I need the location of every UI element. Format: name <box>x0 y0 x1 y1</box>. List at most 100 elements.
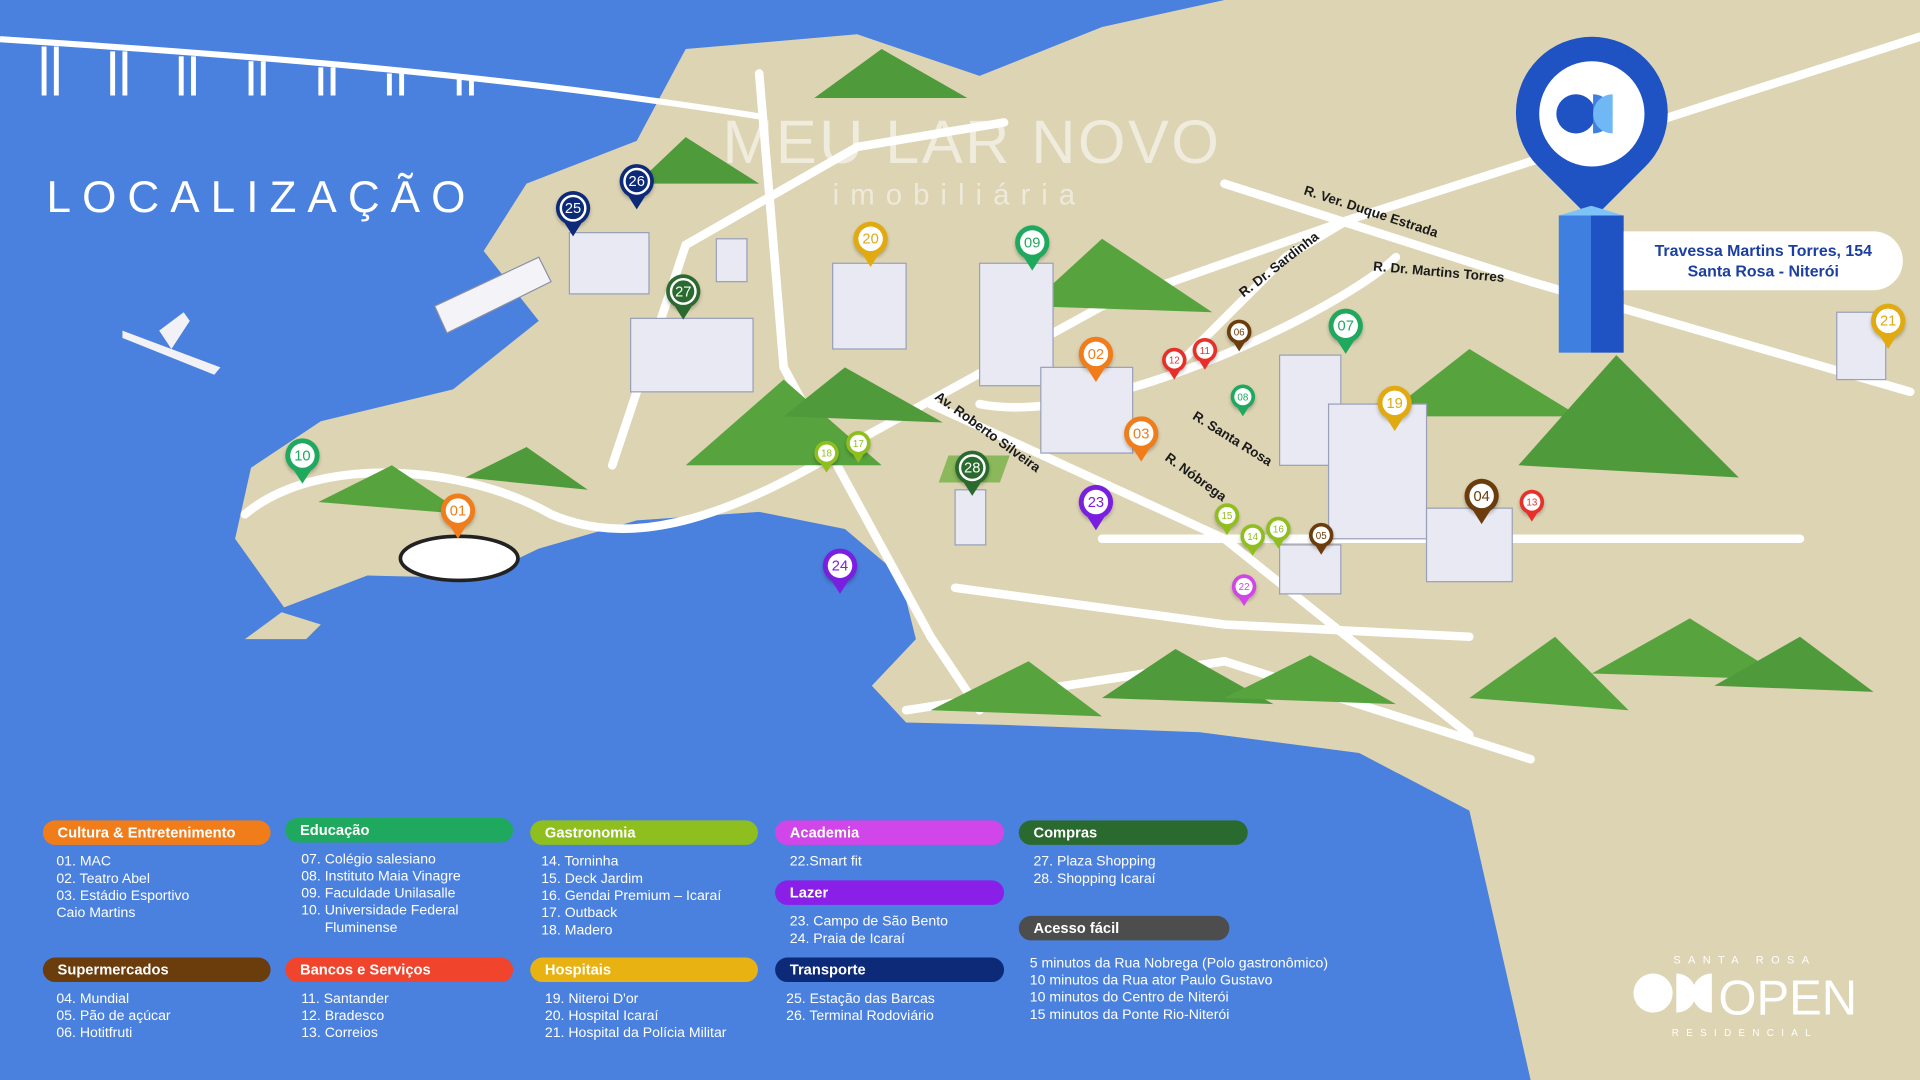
map-pin-number: 25 <box>559 194 587 222</box>
map-pin-12[interactable]: 12 <box>1162 347 1187 373</box>
legend-item: 5 minutos da Rua Nobrega (Polo gastronôm… <box>1029 956 1329 972</box>
map-pin-24[interactable]: 24 <box>822 548 858 583</box>
map-pin-27[interactable]: 27 <box>666 274 701 309</box>
address-district: Santa Rosa - Niterói <box>1687 262 1839 281</box>
logo-bottom-text: RESIDENCIAL <box>1671 1027 1818 1039</box>
map-pin-10[interactable]: 10 <box>285 438 320 473</box>
legend-item: 25. Estação das Barcas <box>786 991 935 1007</box>
legend-item: 27. Plaza Shopping <box>1033 854 1156 870</box>
bridge-pillars <box>41 46 474 96</box>
map-pin-number: 12 <box>1165 351 1183 369</box>
map-pin-number: 15 <box>1218 506 1236 525</box>
legend-item: 16. Gendai Premium – Icaraí <box>541 888 722 904</box>
logo-top-text: SANTA ROSA <box>1673 953 1817 967</box>
map-pin-number: 08 <box>1234 388 1252 406</box>
legend-header-gastronomia: Gastronomia <box>530 820 758 845</box>
legend-item: 24. Praia de Icaraí <box>789 931 905 947</box>
map-pin-04[interactable]: 04 <box>1464 478 1499 514</box>
map-pin-19[interactable]: 19 <box>1377 385 1412 421</box>
map-pin-number: 18 <box>817 444 836 462</box>
map-pin-02[interactable]: 02 <box>1078 336 1114 372</box>
map-pin-22[interactable]: 22 <box>1231 574 1257 599</box>
map-pin-14[interactable]: 14 <box>1240 524 1265 549</box>
map-pin-number: 17 <box>849 434 867 452</box>
legend-item: 09. Faculdade Unilasalle <box>301 886 456 902</box>
legend-item: 15. Deck Jardim <box>541 871 643 887</box>
map-pin-number: 10 <box>290 443 315 468</box>
legend-item: 15 minutos da Ponte Rio-Niterói <box>1029 1007 1230 1023</box>
legend-item: 13. Correios <box>301 1026 378 1041</box>
map-pin-06[interactable]: 06 <box>1226 319 1252 345</box>
legend-item: 20. Hospital Icaraí <box>544 1008 659 1024</box>
map-pin-number: 09 <box>1020 230 1045 255</box>
legend-item: 11. Santander <box>301 991 389 1007</box>
logo-name: OPEN <box>1604 967 1886 1026</box>
map-pin-number: 24 <box>827 553 853 578</box>
legend-header-acesso: Acesso fácil <box>1018 915 1230 941</box>
legend-item: 10. Universidade Federal <box>301 903 459 919</box>
map-pin-20[interactable]: 20 <box>853 221 888 256</box>
legend-item: 10 minutos da Rua ator Paulo Gustavo <box>1029 973 1273 989</box>
map-pin-09[interactable]: 09 <box>1015 225 1050 260</box>
map-pin-number: 14 <box>1244 527 1262 545</box>
legend-header-cultura: Cultura & Entretenimento <box>42 820 271 845</box>
bridge <box>0 36 760 120</box>
map-pin-05[interactable]: 05 <box>1308 522 1334 548</box>
legend-item: Fluminense <box>301 920 398 936</box>
map-pin-13[interactable]: 13 <box>1519 489 1545 515</box>
legend-item: Caio Martins <box>56 906 136 921</box>
watermark-subtitle: imobiliária <box>832 178 1087 212</box>
address-street: Travessa Martins Torres, 154 <box>1654 241 1872 260</box>
map-pin-15[interactable]: 15 <box>1214 503 1240 528</box>
legend-item: 22.Smart fit <box>789 854 862 870</box>
map-pin-number: 26 <box>623 167 651 195</box>
watermark-brand: MEU LAR NOVO <box>722 107 1222 177</box>
legend-header-compras: Compras <box>1018 820 1248 845</box>
map-pin-number: 13 <box>1523 493 1541 511</box>
map-pin-number: 05 <box>1312 526 1330 544</box>
map-pin-number: 06 <box>1230 323 1248 341</box>
map-pin-16[interactable]: 16 <box>1266 516 1291 542</box>
map-pin-26[interactable]: 26 <box>619 164 654 199</box>
legend-header-bancos: Bancos e Serviços <box>285 957 514 983</box>
page-title: LOCALIZAÇÃO <box>46 171 477 222</box>
map-pin-number: 16 <box>1269 520 1287 538</box>
map-pin-03[interactable]: 03 <box>1124 416 1159 451</box>
legend-header-hospitais: Hospitais <box>530 957 758 983</box>
legend-item: 05. Pão de açúcar <box>56 1008 171 1024</box>
legend-header-supermercados: Supermercados <box>42 957 271 983</box>
map-pin-07[interactable]: 07 <box>1328 308 1363 343</box>
legend-item: 17. Outback <box>541 906 618 921</box>
map-pin-01[interactable]: 01 <box>440 493 476 528</box>
buildings <box>568 232 1887 595</box>
map-pin-18[interactable]: 18 <box>814 440 839 466</box>
map-pin-number: 19 <box>1382 390 1407 416</box>
legend-item: 18. Madero <box>541 923 613 938</box>
legend-item: 28. Shopping Icaraí <box>1033 871 1156 887</box>
map-pin-number: 01 <box>445 498 471 523</box>
ferry-boat <box>433 256 552 334</box>
airplane <box>122 312 221 375</box>
map-pin-28[interactable]: 28 <box>955 450 990 485</box>
map-pin-17[interactable]: 17 <box>846 431 871 456</box>
map-pin-number: 02 <box>1083 341 1109 367</box>
legend-item: 26. Terminal Rodoviário <box>786 1008 934 1024</box>
map-pin-number: 20 <box>858 226 883 252</box>
island <box>244 612 321 640</box>
map-pin-number: 22 <box>1235 577 1253 596</box>
map-pin-08[interactable]: 08 <box>1230 384 1256 409</box>
map-pin-23[interactable]: 23 <box>1078 484 1114 520</box>
mac-museum <box>398 534 520 583</box>
map-pin-21[interactable]: 21 <box>1871 303 1906 338</box>
legend-item: 03. Estádio Esportivo <box>56 888 190 904</box>
legend-header-academia: Academia <box>775 820 1005 845</box>
open-logo-icon <box>1539 61 1645 167</box>
map-pin-25[interactable]: 25 <box>555 191 591 226</box>
legend-header-lazer: Lazer <box>775 880 1005 905</box>
legend-item: 19. Niteroi D'or <box>544 991 639 1007</box>
legend-item: 14. Torninha <box>541 854 619 870</box>
logo-mark-icon <box>1633 970 1714 1026</box>
legend-item: 02. Teatro Abel <box>56 871 151 887</box>
map-pin-11[interactable]: 11 <box>1192 337 1218 363</box>
